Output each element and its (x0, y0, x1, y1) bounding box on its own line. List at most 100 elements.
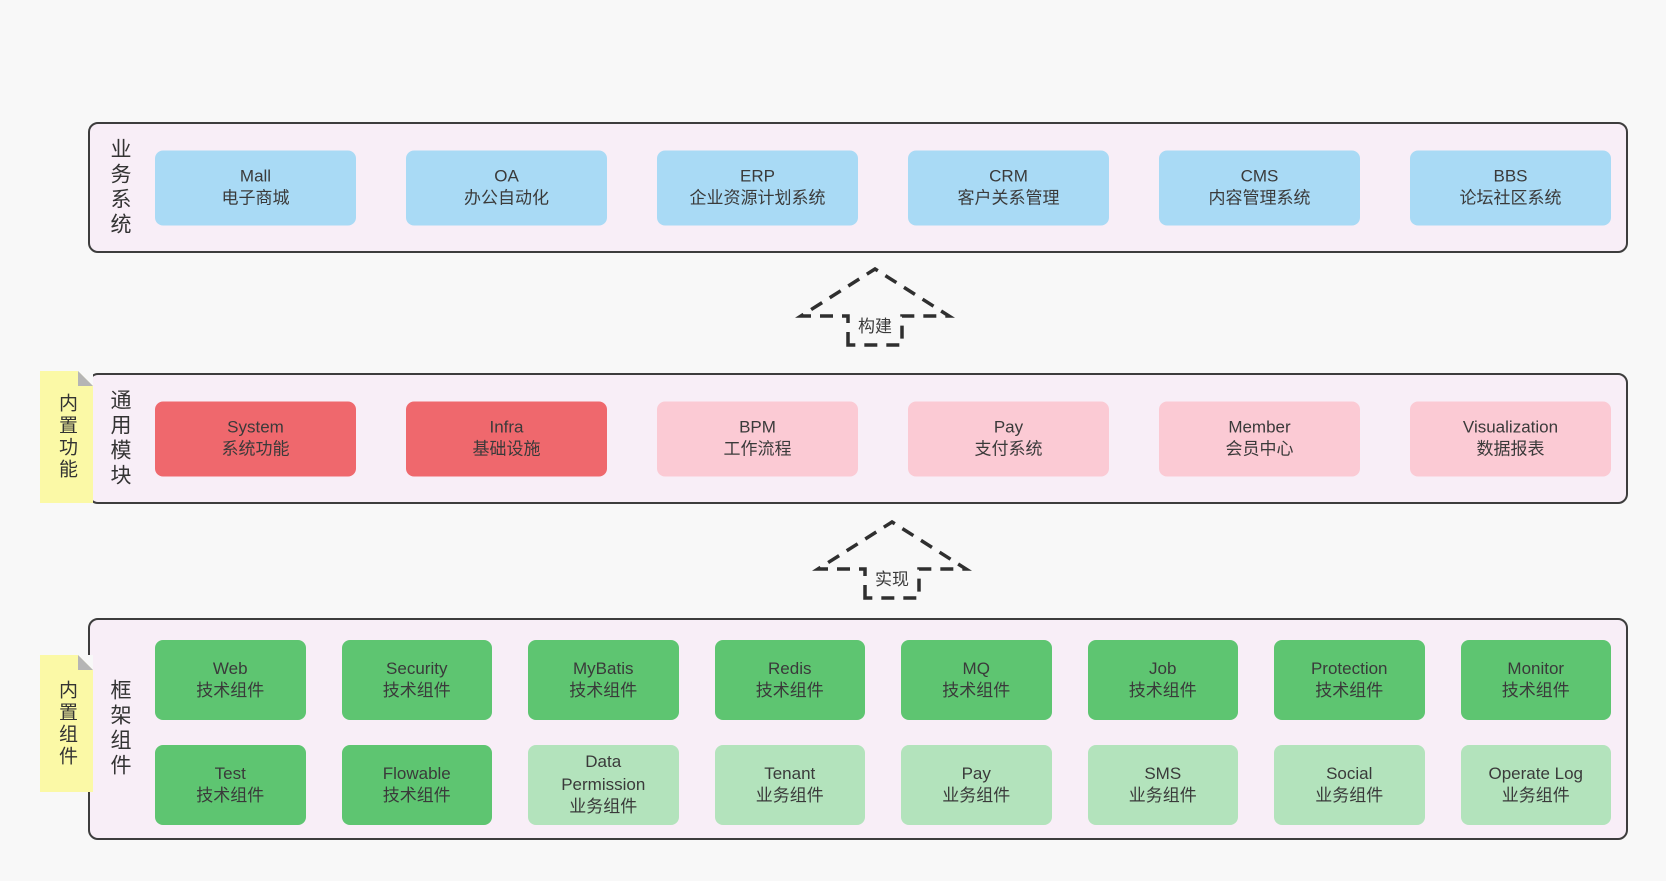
box-pay-module: Pay 支付系统 (908, 401, 1109, 476)
box-title: Protection (1310, 658, 1388, 678)
box-subtitle: 技术组件 (942, 681, 1011, 700)
box-title: System (227, 417, 284, 437)
box-subtitle: 办公自动化 (464, 188, 549, 208)
box-subtitle: 技术组件 (382, 681, 451, 700)
tier-modules-label: 通用模块 (108, 388, 131, 489)
box-title: Redis (768, 658, 812, 678)
box-flowable: Flowable 技术组件 (341, 745, 492, 825)
box-title: ERP (740, 166, 775, 186)
box-data-permission: Data Permission 业务组件 (528, 745, 679, 825)
box-title: CRM (989, 166, 1028, 186)
box-mybatis: MyBatis 技术组件 (528, 640, 679, 720)
box-bpm: BPM 工作流程 (657, 401, 858, 476)
box-pay-component: Pay 业务组件 (901, 745, 1052, 825)
box-title: MyBatis (573, 658, 634, 678)
box-title: Mall (239, 166, 272, 186)
box-subtitle: 内容管理系统 (1208, 188, 1311, 208)
modules-box-row: System 系统功能 Infra 基础设施 BPM 工作流程 Pay 支付系统… (155, 401, 1611, 476)
components-box-row-1: Web 技术组件 Security 技术组件 MyBatis 技术组件 Redi… (155, 640, 1611, 720)
box-subtitle: 业务组件 (1315, 786, 1384, 805)
box-subtitle: 技术组件 (1315, 681, 1384, 700)
box-subtitle: 技术组件 (569, 681, 638, 700)
box-subtitle: 论坛社区系统 (1459, 188, 1562, 208)
box-subtitle: 会员中心 (1225, 439, 1294, 459)
box-subtitle: 电子商城 (221, 188, 290, 208)
box-subtitle: 支付系统 (974, 439, 1043, 459)
components-box-row-2: Test 技术组件 Flowable 技术组件 Data Permission … (155, 745, 1611, 825)
box-title: Visualization (1462, 417, 1559, 437)
box-title: Web (212, 658, 248, 678)
box-title: Pay (961, 763, 991, 783)
box-tenant: Tenant 业务组件 (714, 745, 865, 825)
box-visualization: Visualization 数据报表 (1410, 401, 1611, 476)
tier-common-modules: 通用模块 System 系统功能 Infra 基础设施 BPM 工作流程 Pay… (88, 373, 1628, 504)
box-crm: CRM 客户关系管理 (908, 150, 1109, 225)
box-subtitle: 技术组件 (1128, 681, 1197, 700)
box-system: System 系统功能 (155, 401, 356, 476)
box-title: BPM (739, 417, 776, 437)
box-subtitle: 技术组件 (755, 681, 824, 700)
box-title: Data Permission (561, 752, 646, 794)
box-title: Security (386, 658, 448, 678)
note-text: 内置组件 (56, 679, 77, 768)
box-subtitle: 工作流程 (723, 439, 792, 459)
box-subtitle: 客户关系管理 (957, 188, 1060, 208)
arrow-build-label: 构建 (855, 312, 895, 337)
arrow-implement-label: 实现 (872, 565, 912, 590)
box-title: SMS (1144, 763, 1182, 783)
box-title: Operate Log (1488, 763, 1583, 783)
box-security: Security 技术组件 (341, 640, 492, 720)
box-social: Social 业务组件 (1274, 745, 1425, 825)
box-title: Test (214, 763, 246, 783)
box-title: OA (494, 166, 519, 186)
box-redis: Redis 技术组件 (714, 640, 865, 720)
box-subtitle: 数据报表 (1476, 439, 1545, 459)
arrow-implement: 实现 (812, 513, 972, 603)
box-mall: Mall 电子商城 (155, 150, 356, 225)
box-cms: CMS 内容管理系统 (1159, 150, 1360, 225)
box-subtitle: 技术组件 (196, 681, 265, 700)
box-erp: ERP 企业资源计划系统 (657, 150, 858, 225)
box-monitor: Monitor 技术组件 (1460, 640, 1611, 720)
box-infra: Infra 基础设施 (406, 401, 607, 476)
box-web: Web 技术组件 (155, 640, 306, 720)
box-subtitle: 基础设施 (472, 439, 541, 459)
box-title: Flowable (382, 763, 451, 783)
box-subtitle: 系统功能 (221, 439, 290, 459)
box-mq: MQ 技术组件 (901, 640, 1052, 720)
tier-business-label: 业务系统 (108, 137, 131, 238)
box-title: Tenant (764, 763, 816, 783)
arrow-build: 构建 (795, 260, 955, 350)
box-subtitle: 技术组件 (1501, 681, 1570, 700)
box-oa: OA 办公自动化 (406, 150, 607, 225)
up-arrow-icon (812, 519, 972, 600)
tier-framework-components: 框架组件 Web 技术组件 Security 技术组件 MyBatis 技术组件… (88, 618, 1628, 840)
box-title: BBS (1493, 166, 1528, 186)
sticky-note-builtin-components: 内置组件 (40, 655, 93, 792)
box-title: Infra (489, 417, 524, 437)
box-title: Member (1228, 417, 1291, 437)
box-title: Pay (993, 417, 1024, 437)
sticky-note-builtin-features: 内置功能 (40, 371, 93, 503)
box-sms: SMS 业务组件 (1087, 745, 1238, 825)
box-subtitle: 业务组件 (942, 786, 1011, 805)
box-operate-log: Operate Log 业务组件 (1460, 745, 1611, 825)
box-subtitle: 技术组件 (196, 786, 265, 805)
business-box-row: Mall 电子商城 OA 办公自动化 ERP 企业资源计划系统 CRM 客户关系… (155, 150, 1611, 225)
box-subtitle: 业务组件 (1501, 786, 1570, 805)
up-arrow-icon (795, 266, 955, 347)
box-test: Test 技术组件 (155, 745, 306, 825)
box-protection: Protection 技术组件 (1274, 640, 1425, 720)
box-subtitle: 业务组件 (755, 786, 824, 805)
box-subtitle: 企业资源计划系统 (689, 188, 826, 208)
box-title: MQ (962, 658, 990, 678)
tier-business-systems: 业务系统 Mall 电子商城 OA 办公自动化 ERP 企业资源计划系统 CRM… (88, 122, 1628, 253)
box-bbs: BBS 论坛社区系统 (1410, 150, 1611, 225)
note-text: 内置功能 (56, 393, 77, 481)
box-member: Member 会员中心 (1159, 401, 1360, 476)
box-job: Job 技术组件 (1087, 640, 1238, 720)
box-subtitle: 技术组件 (382, 786, 451, 805)
tier-components-label: 框架组件 (108, 679, 131, 779)
box-subtitle: 业务组件 (1128, 786, 1197, 805)
